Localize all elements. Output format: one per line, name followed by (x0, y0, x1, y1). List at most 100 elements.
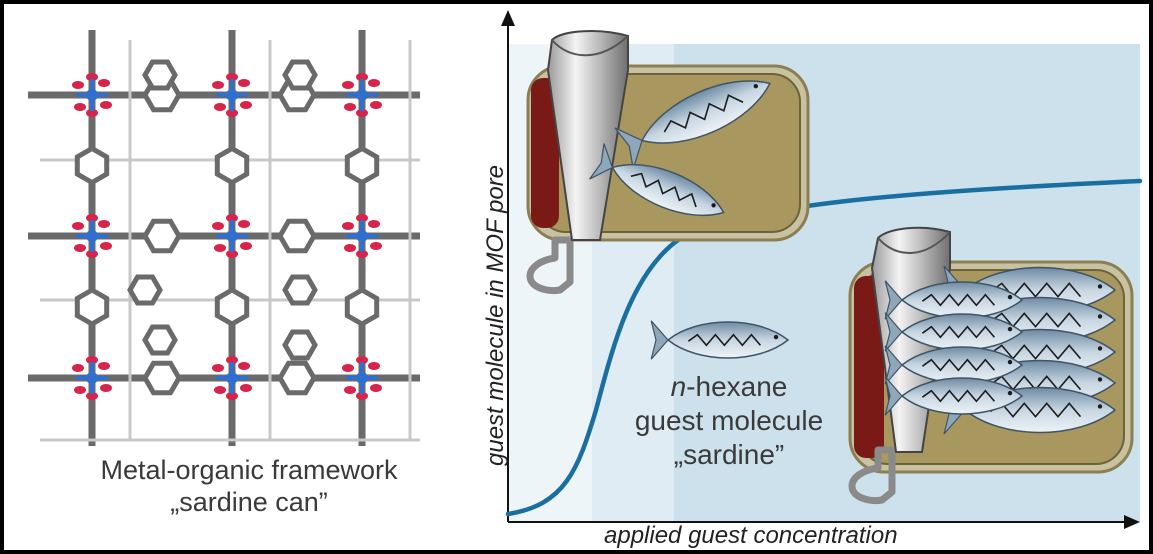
phenyl-ring (127, 274, 163, 306)
phenyl-ring (74, 287, 110, 327)
phenyl-ring (344, 287, 380, 327)
carboxylate-oxygen (86, 250, 98, 258)
metal-node (212, 356, 252, 400)
carboxylate-oxygen (226, 214, 238, 222)
y-axis-label: guest molecule in MOF pore (482, 164, 509, 466)
guest-caption-rest: -hexane (686, 371, 788, 402)
carboxylate-oxygen (344, 244, 356, 252)
carboxylate-oxygen (86, 73, 98, 81)
carboxylate-oxygen (342, 222, 354, 230)
guest-caption-italic-n: n (670, 371, 687, 402)
carboxylate-oxygen (86, 356, 98, 364)
carboxylate-oxygen (238, 220, 250, 228)
phenyl-ring (142, 360, 182, 396)
phenyl-ring (142, 324, 178, 356)
guest-caption-line1: n-hexane (600, 370, 858, 404)
carboxylate-oxygen (368, 220, 380, 228)
carboxylate-oxygen (226, 392, 238, 400)
chart-axes (501, 10, 1140, 529)
phenyl-ring (142, 59, 178, 91)
metal-center (86, 89, 98, 101)
carboxylate-oxygen (240, 242, 252, 250)
carboxylate-oxygen (98, 220, 110, 228)
carboxylate-oxygen (212, 222, 224, 230)
carboxylate-oxygen (74, 386, 86, 394)
carboxylate-oxygen (356, 356, 368, 364)
metal-node (212, 214, 252, 258)
mof-caption: Metal-organic framework „sardine can” (44, 454, 454, 518)
carboxylate-oxygen (368, 362, 380, 370)
carboxylate-oxygen (356, 214, 368, 222)
carboxylate-oxygen (370, 384, 382, 392)
carboxylate-oxygen (86, 214, 98, 222)
metal-node (342, 356, 382, 400)
metal-node (342, 214, 382, 258)
x-axis-arrow (1124, 515, 1140, 529)
phenyl-ring (282, 274, 318, 306)
phenyl-ring (282, 329, 318, 361)
mof-caption-line2: „sardine can” (170, 487, 328, 517)
carboxylate-oxygen (238, 79, 250, 87)
carboxylate-oxygen (100, 242, 112, 250)
adsorption-isotherm-curve (505, 178, 1143, 517)
carboxylate-oxygen (356, 73, 368, 81)
carboxylate-oxygen (226, 109, 238, 117)
guest-caption-line3: „sardine” (673, 439, 785, 470)
metal-center (226, 230, 238, 242)
x-axis-label: applied guest concentration (604, 522, 898, 549)
guest-caption: n-hexane guest molecule „sardine” (600, 370, 858, 472)
phenyl-ring (277, 360, 317, 396)
metal-node (342, 73, 382, 117)
carboxylate-oxygen (72, 81, 84, 89)
sardine-can-partially-filled (526, 30, 810, 294)
carboxylate-oxygen (240, 101, 252, 109)
phenyl-ring (282, 59, 318, 91)
sardine-fish (650, 320, 790, 360)
carboxylate-oxygen (356, 392, 368, 400)
phenyl-ring (74, 145, 110, 186)
carboxylate-oxygen (356, 109, 368, 117)
sardine-fish-group (589, 80, 1117, 435)
metal-center (86, 230, 98, 242)
mof-framework (28, 30, 420, 446)
carboxylate-oxygen (238, 362, 250, 370)
metal-node (72, 73, 112, 117)
carboxylate-oxygen (368, 79, 380, 87)
sardine-fish (589, 143, 725, 217)
metal-node (72, 214, 112, 258)
metal-center (226, 89, 238, 101)
mof-caption-line1: Metal-organic framework (100, 455, 398, 485)
carboxylate-oxygen (74, 103, 86, 111)
carboxylate-oxygen (100, 384, 112, 392)
carboxylate-oxygen (344, 386, 356, 394)
carboxylate-oxygen (214, 103, 226, 111)
phenyl-ring (214, 287, 250, 327)
phenyl-ring (214, 145, 250, 186)
carboxylate-oxygen (226, 73, 238, 81)
metal-node (212, 73, 252, 117)
metal-center (86, 372, 98, 384)
carboxylate-oxygen (356, 250, 368, 258)
guest-caption-line2: guest molecule (634, 405, 824, 436)
figure-canvas: Metal-organic framework „sardine can” n-… (4, 4, 1149, 550)
phenyl-ring (142, 218, 182, 254)
carboxylate-oxygen (86, 109, 98, 117)
carboxylate-oxygen (74, 244, 86, 252)
carboxylate-oxygen (226, 356, 238, 364)
metal-center (226, 372, 238, 384)
carboxylate-oxygen (86, 392, 98, 400)
carboxylate-oxygen (342, 81, 354, 89)
sardine-fish (884, 376, 1024, 416)
y-axis-arrow (501, 10, 515, 26)
sardine-fish (884, 312, 1024, 352)
carboxylate-oxygen (98, 79, 110, 87)
carboxylate-oxygen (100, 101, 112, 109)
metal-node (72, 356, 112, 400)
carboxylate-oxygen (214, 386, 226, 394)
illustration (28, 10, 1143, 529)
sardine-fish (884, 280, 1024, 320)
carboxylate-oxygen (72, 222, 84, 230)
carboxylate-oxygen (98, 362, 110, 370)
sardine-fish (614, 80, 772, 170)
carboxylate-oxygen (214, 244, 226, 252)
